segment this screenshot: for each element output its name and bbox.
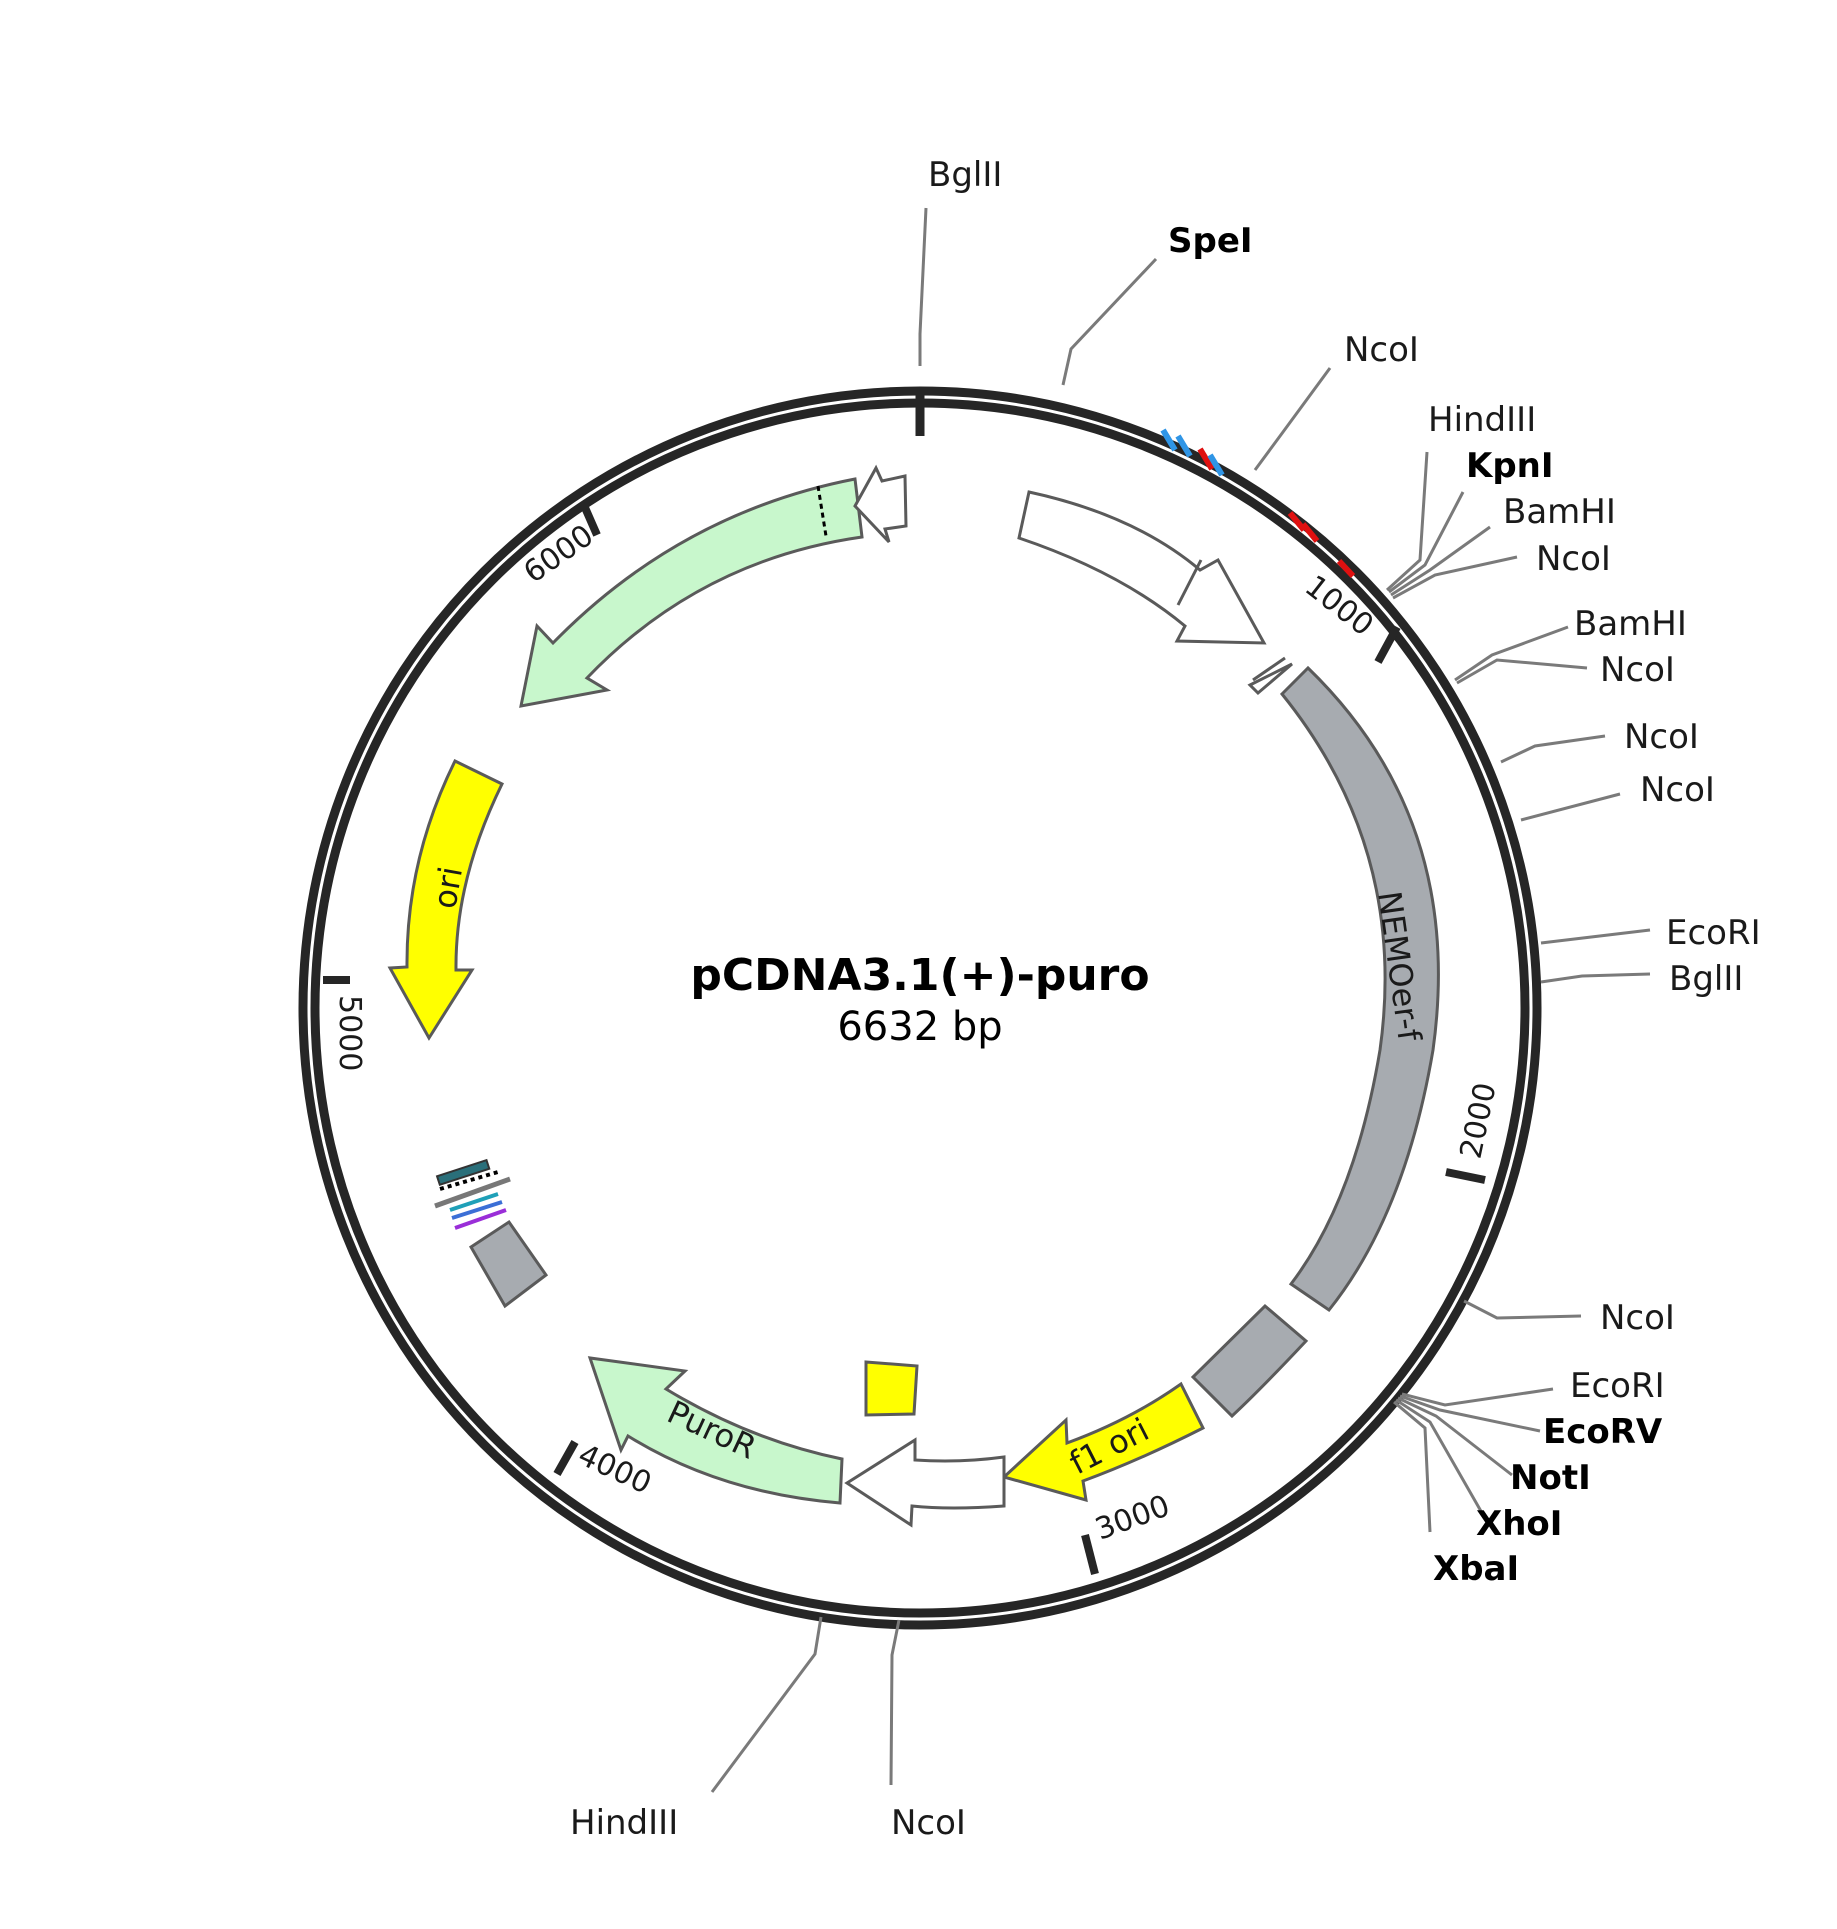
primer-mark-blue xyxy=(1175,434,1193,458)
site-label-spei: SpeI xyxy=(1168,221,1253,261)
puror-feature xyxy=(587,1356,844,1505)
small-element-1000 xyxy=(1247,656,1293,696)
site-label-ecorv: EcoRV xyxy=(1543,1412,1663,1452)
leader-ncoi-4 xyxy=(1500,734,1606,764)
tick-4000 xyxy=(553,1440,579,1476)
tick-3000 xyxy=(1081,1534,1099,1575)
promoter-arrow-top xyxy=(1017,490,1267,645)
primer-mark-red xyxy=(1300,522,1320,543)
tick-1000 xyxy=(1374,625,1401,664)
leader-ecori-1 xyxy=(1540,928,1651,945)
site-label-ecori-2: EcoRI xyxy=(1570,1366,1665,1406)
primer-stack-teal xyxy=(435,1158,491,1187)
features: NEMOer-f f1 ori PuroR ori xyxy=(387,464,1440,1528)
leader-xbai xyxy=(1393,1400,1432,1533)
tick-label-5000: 5000 xyxy=(332,995,367,1071)
leader-bglii-2 xyxy=(1540,972,1651,984)
site-label-kpni: KpnI xyxy=(1466,446,1554,486)
tick-label-2000: 2000 xyxy=(1454,1080,1504,1162)
site-label-bglii-top: BglII xyxy=(928,155,1002,195)
plasmid-name: pCDNA3.1(+)-puro xyxy=(690,950,1149,1001)
primer-mark-red xyxy=(1287,511,1307,532)
site-label-ncoi-5: NcoI xyxy=(1640,770,1715,810)
primer-mark-blue xyxy=(1160,428,1178,452)
site-label-ncoi-1: NcoI xyxy=(1344,330,1419,370)
site-label-hindiii-2: HindIII xyxy=(570,1803,678,1843)
leader-bglii-top xyxy=(918,207,928,366)
leader-ncoi-3 xyxy=(1456,658,1588,685)
site-label-ncoi-4: NcoI xyxy=(1624,717,1699,757)
leader-bamhi-2 xyxy=(1454,625,1569,682)
promoter-divider xyxy=(1176,559,1203,606)
leader-ecorv xyxy=(1399,1394,1541,1433)
small-white-arrow-top xyxy=(853,464,908,544)
ori-feature xyxy=(387,758,505,1041)
leader-ncoi-6 xyxy=(1463,1299,1582,1320)
tick-6000 xyxy=(579,501,601,537)
site-label-ncoi-6: NcoI xyxy=(1600,1298,1675,1338)
leader-spei xyxy=(1061,257,1158,386)
tick-2000 xyxy=(1445,1168,1486,1184)
leader-xhoi xyxy=(1395,1398,1488,1521)
primer-stack xyxy=(434,1158,511,1230)
site-label-ncoi-7: NcoI xyxy=(891,1803,966,1843)
leader-ecori-2 xyxy=(1401,1387,1554,1407)
primer-mark-red xyxy=(1336,558,1356,579)
yellow-small-box xyxy=(864,1360,919,1417)
tick-label-3000: 3000 xyxy=(1091,1489,1175,1548)
site-label-ncoi-2: NcoI xyxy=(1536,539,1611,579)
backbone-outer-ring xyxy=(298,386,1542,1630)
leader-ncoi-7 xyxy=(889,1619,901,1786)
green-arrow-upper-left xyxy=(519,477,864,708)
primer-stack-gray xyxy=(434,1176,511,1209)
site-label-ncoi-3: NcoI xyxy=(1600,650,1675,690)
primer-stack-dotted xyxy=(439,1170,499,1191)
site-leaders xyxy=(710,207,1651,1793)
site-label-noti: NotI xyxy=(1510,1458,1591,1498)
leader-hindiii-2 xyxy=(710,1616,823,1793)
leader-ncoi-2 xyxy=(1392,555,1518,600)
site-label-ecori-1: EcoRI xyxy=(1666,913,1761,953)
site-labels: BglII SpeI NcoI HindIII KpnI BamHI NcoI … xyxy=(570,155,1761,1843)
leader-kpni xyxy=(1388,491,1465,594)
site-label-bamhi-2: BamHI xyxy=(1574,604,1687,644)
leader-hindiii-1 xyxy=(1385,451,1429,592)
primer-stack-violet xyxy=(454,1208,507,1230)
plasmid-length: 6632 bp xyxy=(837,1004,1002,1050)
promoter-arrow-bottom xyxy=(844,1437,1006,1528)
site-label-xbai: XbaI xyxy=(1433,1549,1519,1589)
site-label-bglii-2: BglII xyxy=(1669,959,1743,999)
gray-block-lower-right xyxy=(1190,1303,1309,1419)
leader-ncoi-1 xyxy=(1253,367,1332,471)
ori-label: ori xyxy=(425,864,470,912)
site-label-hindiii-1: HindIII xyxy=(1428,400,1536,440)
site-label-bamhi-1: BamHI xyxy=(1503,492,1616,532)
primer-mark-red xyxy=(1197,447,1215,471)
primer-marks xyxy=(1160,428,1356,579)
site-label-xhoi: XhoI xyxy=(1476,1504,1562,1544)
gray-block-lower-left xyxy=(468,1219,549,1309)
leader-ncoi-5 xyxy=(1520,792,1621,822)
nemoer-f-feature xyxy=(1279,665,1440,1313)
f1-ori-feature xyxy=(1001,1381,1206,1503)
leader-bamhi-1 xyxy=(1390,525,1491,597)
primer-stack-cyan xyxy=(449,1192,499,1212)
primer-stack-blue xyxy=(451,1200,503,1220)
leader-noti xyxy=(1397,1396,1513,1477)
primer-mark-blue xyxy=(1207,453,1225,477)
